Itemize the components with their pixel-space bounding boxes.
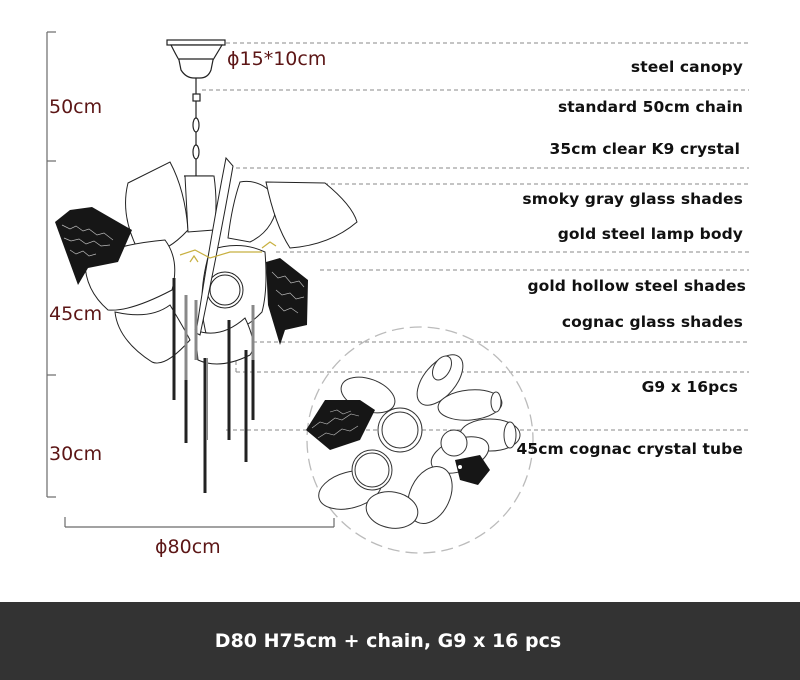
top-view <box>306 326 534 554</box>
vertical-dimension-ruler <box>46 31 56 498</box>
part-label-g9-bulbs: G9 x 16pcs <box>641 378 738 396</box>
horizontal-dimension-ruler <box>64 517 335 528</box>
part-label-steel-canopy: steel canopy <box>630 58 743 76</box>
chandelier-drawing <box>46 31 749 554</box>
part-label-smoky-gray-shades: smoky gray glass shades <box>522 190 743 208</box>
canopy-icon <box>166 39 226 79</box>
side-view-hollow-steel-shades <box>55 207 308 345</box>
side-view-crystal-tubes <box>172 278 255 493</box>
part-label-gold-lamp-body: gold steel lamp body <box>557 225 743 243</box>
chain-icon <box>184 78 213 177</box>
part-label-cognac-glass-shades: cognac glass shades <box>561 313 743 331</box>
canopy-dimension-label: ϕ15*10cm <box>227 48 327 70</box>
side-view-glass-shades <box>84 156 358 365</box>
chain-height-label: 50cm <box>49 96 103 118</box>
spec-summary: D80 H75cm + chain, G9 x 16 pcs <box>214 630 562 652</box>
body-height-label: 45cm <box>49 303 103 325</box>
spec-footer-bar: D80 H75cm + chain, G9 x 16 pcs <box>0 602 800 680</box>
part-label-crystal-tube: 45cm cognac crystal tube <box>516 440 743 458</box>
part-label-hollow-steel-shades: gold hollow steel shades <box>527 277 746 295</box>
part-label-k9-crystal: 35cm clear K9 crystal <box>549 140 740 158</box>
tube-height-label: 30cm <box>49 443 103 465</box>
gold-lamp-body <box>179 241 277 263</box>
part-label-chain: standard 50cm chain <box>557 98 743 116</box>
diameter-label: ϕ80cm <box>155 536 221 558</box>
diagram-canvas: ϕ15*10cm 50cm 45cm 30cm ϕ80cm steel cano… <box>46 31 749 558</box>
